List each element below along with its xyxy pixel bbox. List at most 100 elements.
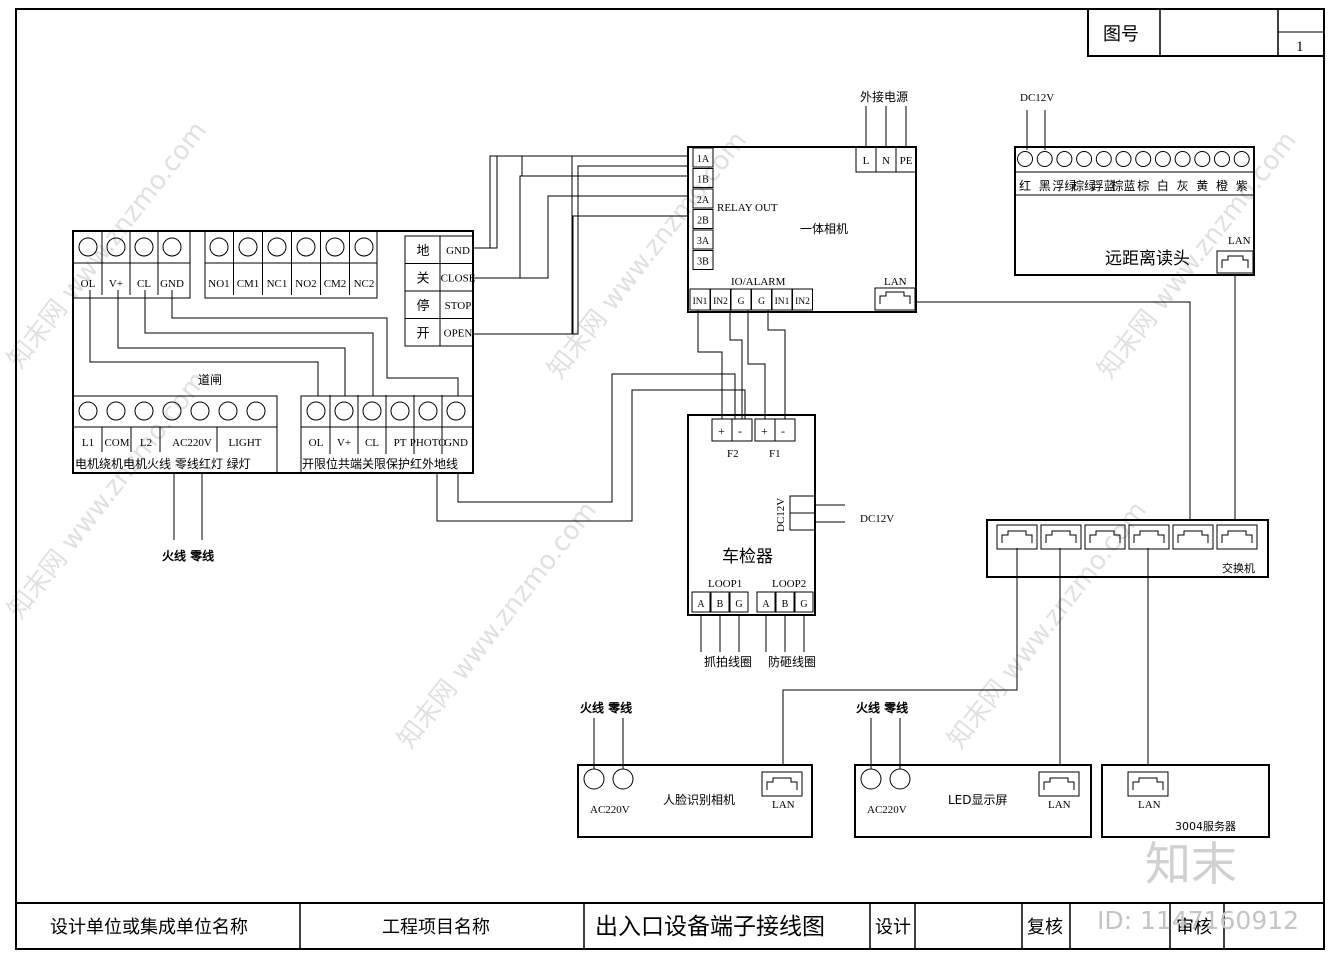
face-lan-label: LAN — [772, 799, 795, 811]
switch-label: 交换机 — [1222, 561, 1255, 575]
design-label: 设计 — [875, 917, 911, 938]
f1-plus: + — [761, 424, 768, 438]
f1-label: F1 — [769, 448, 781, 460]
watermark-layer: 知末网 www.znzmo.com 知末网 www.znzmo.com 知末网 … — [2, 116, 1303, 754]
reader-screw — [1135, 151, 1152, 167]
camera-lan-cable — [916, 301, 1191, 520]
gate-bottom-left-screw — [134, 401, 154, 421]
gate-control-en-label: OPEN — [444, 328, 473, 340]
gate-top-mid-terminal-screw — [209, 237, 229, 257]
gate-bottom-right-terminal-screw — [362, 401, 382, 421]
reader-wire-label: 灰 — [1177, 179, 1189, 193]
server-label: 3004服务器 — [1175, 820, 1236, 833]
title-block: 设计单位或集成单位名称 工程项目名称 出入口设备端子接线图 设计 复核 审核 — [16, 902, 1324, 949]
io-terminal-label: IN1 — [693, 297, 708, 307]
reader-power-label: DC12V — [1020, 92, 1054, 104]
gate-bottom-left-terminal-label: L2 — [140, 437, 152, 449]
io-terminal-label: IN2 — [795, 297, 810, 307]
reader-screw — [1115, 151, 1132, 167]
reader-wire-label: 黄 — [1196, 179, 1208, 193]
loop-terminal-label: A — [697, 599, 705, 610]
watermark-text: 知末网 www.znzmo.com — [392, 496, 603, 754]
loop-terminal — [794, 591, 814, 613]
gate-bottom-right-terminal-screw — [446, 401, 466, 421]
relay-terminal — [692, 188, 714, 209]
gate-label: 道闸 — [198, 373, 222, 387]
switch-port-icon — [1128, 524, 1170, 550]
reader-screw — [1076, 151, 1093, 167]
lan-cables — [782, 548, 1149, 765]
vehicle-detector: + - + - F2 F1 DC12V DC12V 车检器 LOOP1 LOOP… — [687, 414, 894, 669]
reader-wire-label: 黑 — [1039, 179, 1051, 193]
relay-terminal — [692, 209, 714, 229]
io-terminal-label: IN1 — [775, 297, 790, 307]
gate-top-mid-terminal-label: NC2 — [354, 278, 375, 290]
watermark-text: 知末网 www.znzmo.com — [2, 366, 213, 624]
face-mains-label: 火线 零线 — [580, 700, 632, 715]
gate-top-left-terminal-screw — [162, 237, 182, 257]
led-lan-label: LAN — [1048, 799, 1071, 811]
loop1-label: LOOP1 — [708, 578, 742, 590]
gate-control-en-label: CLOSE — [441, 273, 476, 285]
reader-screw — [1095, 151, 1112, 167]
reader-wire-label: 浮蓝 — [1092, 179, 1116, 193]
network-switch: 交换机 — [986, 519, 1269, 578]
gate-bottom-left-screw — [218, 401, 238, 421]
gate-top-mid-terminal-label: NC1 — [267, 278, 288, 290]
io-terminal — [792, 288, 813, 311]
long-range-reader: 红黑浮绿棕绿浮蓝棕蓝棕白灰黄橙紫 DC12V 远距离读头 LAN — [1014, 92, 1255, 276]
led-display: 火线 零线 AC220V LED显示屏 LAN — [854, 700, 1092, 838]
loop2-label: LOOP2 — [772, 578, 806, 590]
loop-terminal-label: G — [735, 599, 742, 610]
relay-terminal-label: 2A — [697, 195, 710, 206]
gate-bottom-right-terminal-screw — [334, 401, 354, 421]
reader-screw — [1154, 151, 1171, 167]
io-terminal-label: G — [758, 297, 765, 307]
gate-bottom-right-terminal-label: V+ — [337, 437, 351, 449]
loop-terminal-label: G — [800, 599, 807, 610]
anti-smash-coil-label: 防砸线圈 — [768, 654, 816, 669]
relay-terminal — [692, 229, 714, 250]
reader-screw — [1017, 151, 1033, 167]
gate-control-en-label: STOP — [445, 300, 472, 312]
camera-label: 一体相机 — [800, 222, 848, 236]
reader-wire-label: 棕 — [1137, 178, 1149, 193]
switch-port-icon — [996, 524, 1038, 550]
loop-terminal — [775, 591, 795, 613]
led-box — [854, 764, 1092, 838]
gate-top-mid-terminal-label: NO1 — [208, 278, 229, 290]
io-terminal-label: G — [738, 297, 745, 307]
gate-top-left-terminal-label: CL — [137, 278, 151, 290]
reader-lan-label: LAN — [1228, 235, 1251, 247]
reader-wire-label: 棕绿 — [1072, 178, 1096, 193]
camera-power-terminal-label: N — [882, 155, 890, 167]
reader-screw — [1233, 151, 1250, 167]
gate-bottom-left-terminal-label: L1 — [82, 437, 94, 449]
led-mains-label: 火线 零线 — [856, 700, 908, 715]
switch-port-icon — [1216, 524, 1258, 550]
camera-lan-port-icon — [874, 287, 916, 311]
reader-label: 远距离读头 — [1105, 249, 1190, 269]
relay-out-label: RELAY OUT — [717, 202, 778, 214]
f2-plus: + — [718, 424, 725, 438]
led-label: LED显示屏 — [948, 793, 1008, 807]
gate-top-left-terminal-label: GND — [160, 278, 184, 290]
gate-control-cn-label: 开 — [416, 327, 429, 342]
detector-side-dc-label: DC12V — [775, 498, 787, 532]
gate-top-mid-terminal-screw — [296, 237, 316, 257]
reader-screw — [1214, 151, 1230, 167]
loop-terminal-label: B — [782, 599, 789, 610]
gate-bottom-right-terminal-label: GND — [444, 437, 468, 449]
gate-mains-label: 火线 零线 — [162, 548, 214, 563]
reader-wire-label: 浮绿 — [1052, 178, 1076, 193]
gate-top-mid-terminal-screw — [238, 237, 258, 257]
reader-screw — [1036, 151, 1053, 167]
relay-terminal-label: 1A — [697, 154, 710, 165]
gate-top-left-terminal-screw — [134, 237, 154, 257]
detector-label: 车检器 — [722, 547, 773, 567]
